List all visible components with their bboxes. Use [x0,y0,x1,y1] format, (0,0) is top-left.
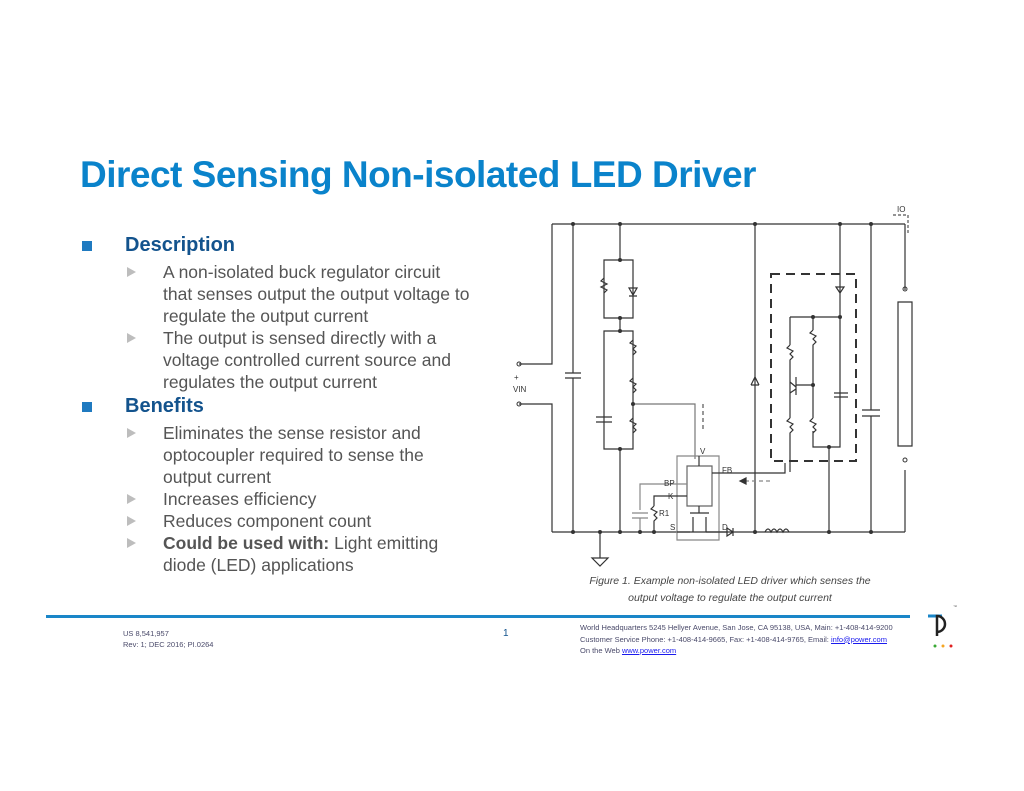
freewheel-diode [750,375,760,386]
bullet-item: The output is sensed directly with a vol… [80,327,520,393]
ground-symbol [590,532,610,567]
logo-dot-red [949,644,953,648]
triangle-bullet-icon [127,267,136,277]
inductor [764,528,790,534]
footer-contact: World Headquarters 5245 Hellyer Avenue, … [580,622,893,657]
email-link[interactable]: info@power.com [830,634,887,644]
web-line: On the Web www.power.com [580,645,893,657]
bullet-line: regulates the output current [163,372,378,392]
bullet-line: Increases efficiency [163,489,317,509]
logo-dot-orange [941,644,945,648]
bullet-item: Could be used with: Light emitting diode… [80,532,520,576]
triangle-bullet-icon [127,494,136,504]
description-heading: Description [125,234,236,256]
logo-dot-green [933,644,937,648]
v-pin-label: V [700,447,706,456]
mosfet [690,512,709,532]
service-text: Customer Service Phone: +1-408-414-9665,… [580,634,831,644]
bullet-item: Eliminates the sense resistor and optoco… [80,422,520,488]
power-integrations-logo: ™ [928,604,957,648]
rd-box [603,259,634,319]
bullet-line: Reduces component count [163,511,372,531]
web-text: On the Web [580,646,622,655]
bullet-line: optocoupler required to sense the [163,445,424,465]
resistor-3 [628,417,638,434]
d-pin-label: D [722,523,728,532]
bullet-line: Could be used with: Light emitting [163,532,520,554]
triangle-bullet-icon [127,516,136,526]
benefits-section: Benefits Eliminates the sense resistor a… [80,395,520,576]
bullet-item: A non-isolated buck regulator circuit th… [80,261,520,327]
triangle-bullet-icon [127,333,136,343]
square-bullet-icon [82,241,92,251]
bullet-text: Light emitting [329,533,439,553]
bullet-item: Reduces component count [80,510,520,532]
bullet-line: regulate the output current [163,306,369,326]
k-pin-label: K [668,492,674,501]
input-capacitor [565,224,581,532]
bullet-line: that senses output the output voltage to [163,284,470,304]
divider-capacitor [596,416,612,423]
s-pin-label: S [670,523,675,532]
bold-prefix: Could be used with: [163,533,330,553]
benefits-heading: Benefits [125,395,204,417]
revision-info: Rev: 1; DEC 2016; PI.0264 [123,640,214,649]
bullet-line: A non-isolated buck regulator circuit [163,262,441,282]
bullet-line: voltage controlled current source and [163,350,451,370]
fb-arrow [738,477,747,485]
figure-caption: Figure 1. Example non-isolated LED drive… [560,573,900,607]
led-string [897,301,913,447]
bullet-line: The output is sensed directly with a [163,328,437,348]
led-diode [834,286,846,295]
fb-pin-label: FB [722,466,732,475]
current-source-box [770,273,857,462]
ic-outer-box [676,455,720,541]
logo-p [935,614,947,636]
svg-text:™: ™ [953,604,957,609]
output-diode [726,526,735,538]
bullet-line: diode (LED) applications [163,555,354,575]
page-number: 1 [503,628,509,639]
slide-title: Direct Sensing Non-isolated LED Driver [80,154,756,195]
cs-capacitor [834,392,848,398]
footer-left: US 8,541,957 Rev: 1; DEC 2016; PI.0264 [123,628,213,650]
triangle-bullet-icon [127,538,136,548]
ic-controller-box [686,465,713,507]
r1-label: R1 [659,509,670,518]
bullet-item: Increases efficiency [80,488,520,510]
hq-address: World Headquarters 5245 Hellyer Avenue, … [580,623,893,632]
caption-line: Figure 1. Example non-isolated LED drive… [589,575,871,587]
circuit-schematic: VIN + IO V FB BP K R1 S D [513,205,913,567]
bullet-line: Eliminates the sense resistor and [163,423,421,443]
benefits-heading-row: Benefits [80,395,520,421]
vin-minus-wire [519,403,553,532]
bullet-line: output current [163,467,271,487]
output-capacitor [862,224,880,532]
description-heading-row: Description [80,234,520,260]
vin-plus-wire [519,224,553,365]
patent-number: US 8,541,957 [123,629,169,638]
square-bullet-icon [82,402,92,412]
io-label: IO [897,205,905,214]
resistor-r [599,277,609,294]
triangle-bullet-icon [127,428,136,438]
customer-service: Customer Service Phone: +1-408-414-9665,… [580,634,893,646]
diode-d [627,287,639,297]
description-section: Description A non-isolated buck regulato… [80,234,520,393]
resistor-2 [628,377,638,394]
resistor-1 [628,339,638,356]
caption-line: output voltage to regulate the output cu… [628,592,832,604]
website-link[interactable]: www.power.com [621,646,677,655]
vin-label: VIN [513,385,527,394]
divider-box [603,330,634,450]
plus-label: + [514,373,519,382]
footer-divider [46,615,910,618]
bp-pin-label: BP [664,479,675,488]
transistor [789,377,813,395]
